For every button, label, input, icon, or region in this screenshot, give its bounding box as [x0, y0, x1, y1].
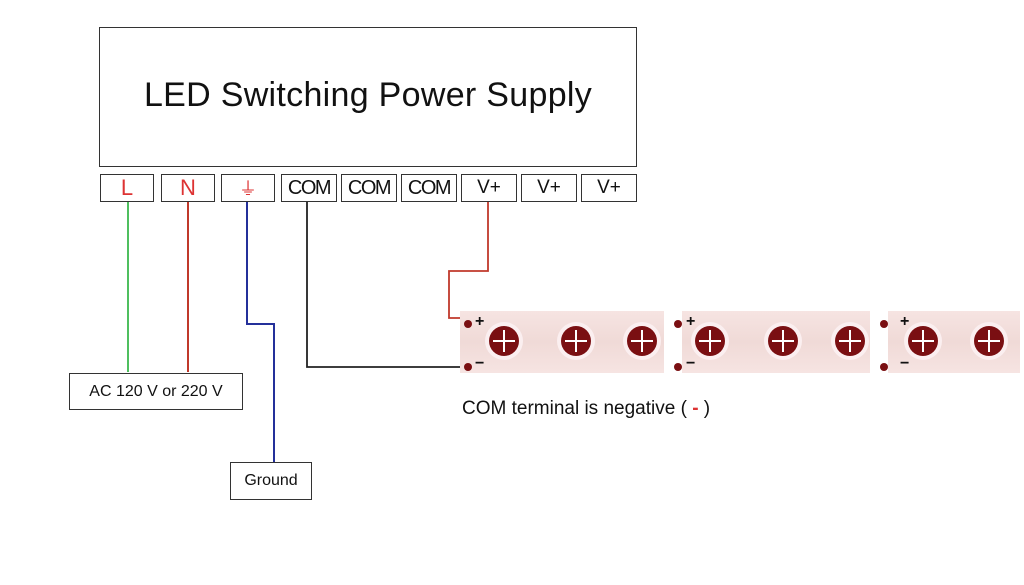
plus-sign: +: [686, 313, 696, 330]
note-suffix: ): [698, 398, 711, 419]
led-strip: + − + − + −: [460, 311, 1020, 373]
terminal-vplus-1: V+: [461, 174, 517, 202]
negative-pad: [674, 363, 682, 371]
ground-wire: [246, 201, 275, 462]
negative-pad: [464, 363, 472, 371]
terminal-com-1: COM: [281, 174, 337, 202]
led-chip-icon: [627, 326, 657, 356]
terminal-com-2: COM: [341, 174, 397, 202]
power-supply-box: LED Switching Power Supply: [99, 27, 637, 167]
terminal-com-3: COM: [401, 174, 457, 202]
minus-sign: −: [475, 355, 485, 372]
led-chip-icon: [489, 326, 519, 356]
terminal-vplus-2: V+: [521, 174, 577, 202]
power-supply-title: LED Switching Power Supply: [143, 76, 593, 114]
led-chip-icon: [908, 326, 938, 356]
minus-sign: −: [686, 355, 696, 372]
ground-label: Ground: [230, 462, 312, 500]
note-prefix: COM terminal is negative (: [462, 398, 693, 419]
com-negative-note: COM terminal is negative ( - ): [462, 398, 710, 420]
minus-sign: −: [900, 355, 910, 372]
led-chip-icon: [561, 326, 591, 356]
led-chip-icon: [974, 326, 1004, 356]
plus-sign: +: [900, 313, 910, 330]
led-chip-icon: [768, 326, 798, 356]
led-chip-icon: [835, 326, 865, 356]
terminal-vplus-3: V+: [581, 174, 637, 202]
positive-pad: [674, 320, 682, 328]
negative-pad: [880, 363, 888, 371]
terminal-live: L: [100, 174, 154, 202]
terminal-ground: ⏚: [221, 174, 275, 202]
positive-pad: [464, 320, 472, 328]
led-chip-icon: [695, 326, 725, 356]
terminal-neutral: N: [161, 174, 215, 202]
ac-input-label: AC 120 V or 220 V: [69, 373, 243, 410]
positive-pad: [880, 320, 888, 328]
note-negative-sign: -: [692, 398, 699, 419]
ground-symbol-icon: ⏚: [239, 179, 257, 199]
com-wire: [306, 201, 460, 368]
plus-sign: +: [475, 313, 485, 330]
vplus-wire: [448, 201, 489, 319]
